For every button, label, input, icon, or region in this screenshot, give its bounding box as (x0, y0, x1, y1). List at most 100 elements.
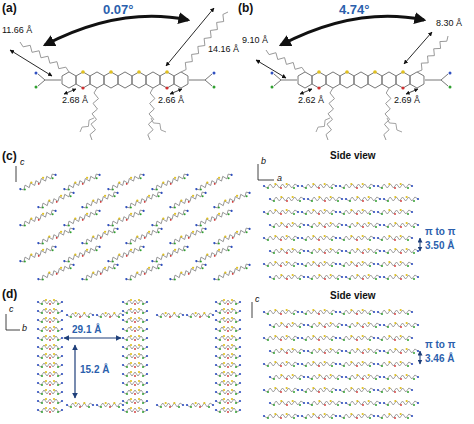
nitrogen-atom (215, 355, 217, 357)
backbone-stick (302, 184, 336, 188)
angle-value: 0.07° (103, 3, 134, 17)
nitrogen-atom (373, 389, 375, 391)
nitrogen-atom (345, 350, 347, 352)
chlorine-atom (293, 339, 295, 341)
backbone-stick (378, 310, 412, 314)
chlorine-atom (407, 239, 409, 241)
nitrogen-atom (61, 400, 63, 402)
chlorine-atom (305, 187, 307, 189)
nitrogen-atom (303, 198, 305, 200)
dimension-arrow (74, 345, 75, 398)
backbone-stick (187, 313, 213, 317)
sulfur-atom (223, 389, 225, 391)
sulfur-atom (292, 248, 294, 250)
chlorine-atom (311, 404, 313, 406)
sulfur-atom (223, 380, 225, 382)
oxygen-atom (227, 411, 229, 413)
stacking-distance: 3.50 Å (425, 240, 454, 251)
fused-ring (354, 72, 368, 88)
backbone-stick (340, 236, 374, 240)
packed-molecule (339, 335, 375, 341)
nitrogen-atom (379, 250, 381, 252)
sulfur-atom (356, 196, 358, 198)
packed-molecule (194, 244, 234, 265)
backbone-stick (38, 336, 62, 340)
packed-molecule (37, 362, 63, 368)
nitrogen-atom (81, 242, 84, 245)
backbone-stick (123, 390, 147, 394)
chlorine-atom (311, 326, 313, 328)
nitrogen-atom (215, 310, 217, 312)
chlorine-atom (235, 339, 237, 341)
sulfur-atom (174, 248, 177, 251)
sulfur-atom (318, 222, 320, 224)
packed-molecule (307, 322, 343, 328)
nitrogen-atom (146, 337, 148, 339)
sulfur-atom (274, 413, 276, 415)
nitrogen-atom (215, 328, 217, 330)
nitrogen-atom (341, 350, 343, 352)
chlorine-atom (183, 249, 186, 252)
oxygen-atom (286, 378, 288, 380)
chlorine-atom (299, 252, 301, 254)
packed-molecule (307, 248, 343, 254)
sulfur-atom (362, 335, 364, 337)
sulfur-atom (223, 335, 225, 337)
chlorine-atom (331, 213, 333, 215)
backbone-stick (302, 388, 336, 392)
chlorine-atom (235, 330, 237, 332)
oxygen-atom (400, 404, 402, 406)
oxygen-atom (38, 219, 40, 221)
nitrogen-atom (383, 276, 385, 278)
oxygen-atom (394, 417, 396, 419)
nitrogen-atom (107, 224, 110, 227)
chlorine-atom (273, 352, 275, 354)
oxygen-atom (100, 201, 102, 203)
sulfur-atom (394, 322, 396, 324)
sulfur-atom (86, 212, 89, 215)
chlorine-atom (299, 326, 301, 328)
nitrogen-atom (61, 373, 63, 375)
sulfur-atom (218, 212, 221, 215)
axis-line (252, 302, 253, 318)
oxygen-atom (144, 237, 146, 239)
fused-ring (104, 72, 118, 88)
stacking-distance: 3.46 Å (425, 353, 454, 364)
sulfur-atom (368, 374, 370, 376)
packed-molecule (377, 209, 413, 215)
sulfur-atom (130, 212, 133, 215)
sulfur-atom (53, 326, 55, 328)
backbone-stick (264, 362, 298, 366)
end-group (189, 80, 205, 81)
nitrogen-atom (269, 324, 271, 326)
sulfur-atom (406, 374, 408, 376)
sulfur-atom (350, 261, 352, 263)
nitrogen-atom (122, 400, 124, 402)
sulfur-atom (45, 398, 47, 400)
backbone-stick (38, 263, 75, 281)
sulfur-atom (83, 312, 85, 314)
nitrogen-atom (297, 415, 299, 417)
packed-molecule (263, 261, 299, 267)
oxygen-atom (134, 321, 136, 323)
sulfur-atom (236, 230, 239, 233)
sulfur-atom (318, 248, 320, 250)
sulfur-atom (312, 335, 314, 337)
backbone-stick (20, 245, 57, 263)
nitrogen-atom (122, 337, 124, 339)
chlorine-atom (369, 187, 371, 189)
nitrogen-atom (335, 415, 337, 417)
chlorine-atom (41, 366, 43, 368)
chlorine-atom (375, 352, 377, 354)
nitrogen-atom (377, 337, 379, 339)
nitrogen-atom (345, 324, 347, 326)
oxygen-atom (134, 348, 136, 350)
sulfur-atom (330, 222, 332, 224)
sulfur-atom (53, 389, 55, 391)
end-group (441, 74, 448, 80)
sulfur-atom (400, 413, 402, 415)
chlorine-atom (305, 391, 307, 393)
oxygen-atom (227, 330, 229, 332)
chlorine-atom (235, 312, 237, 314)
chlorine-atom (343, 365, 345, 367)
